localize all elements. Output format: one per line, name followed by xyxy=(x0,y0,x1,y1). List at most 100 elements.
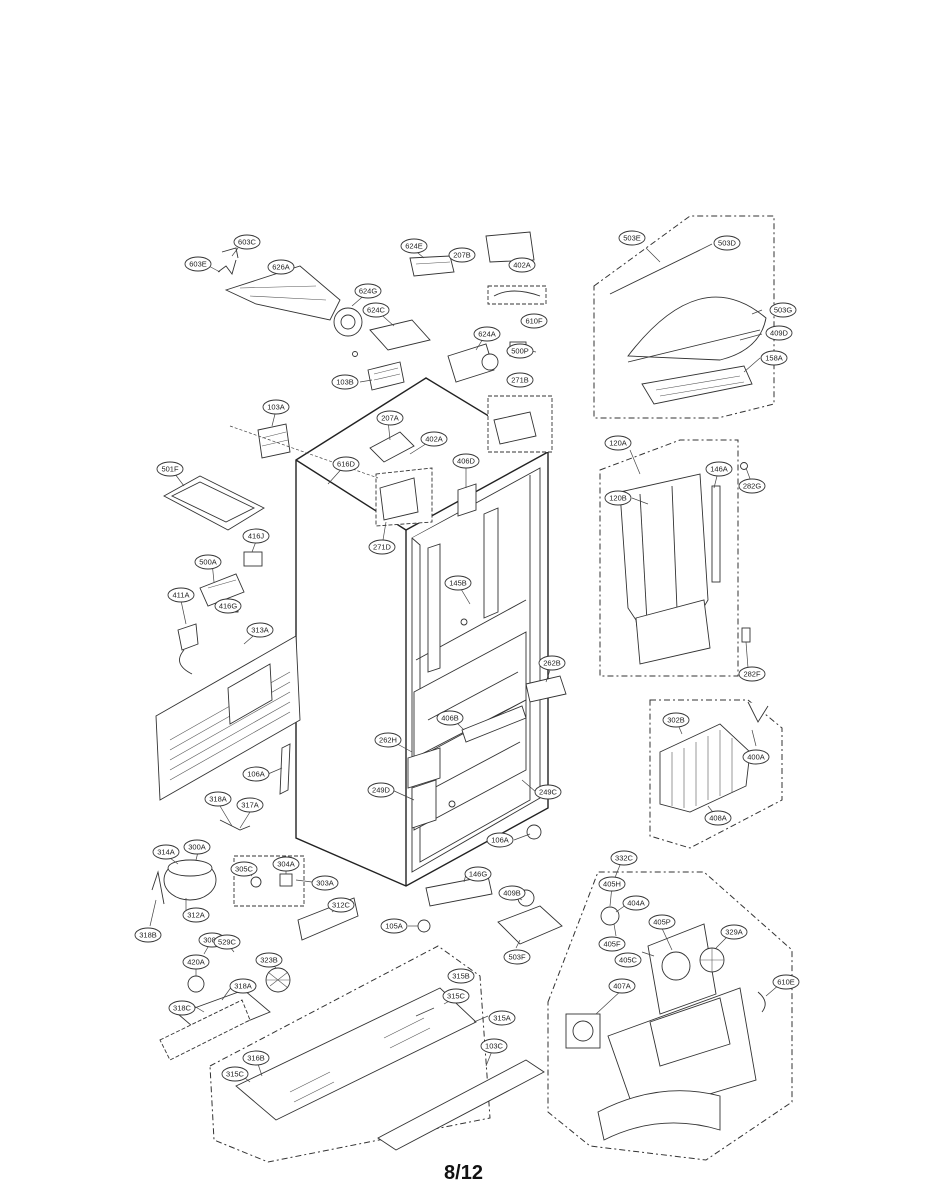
part-label-text: 529C xyxy=(218,938,237,947)
part-label: 402A xyxy=(508,257,536,273)
part-label: 315A xyxy=(488,1010,516,1026)
fan-assembly-inset xyxy=(547,871,793,1161)
part-label: 500P xyxy=(506,343,534,359)
part-label-text: 405F xyxy=(603,940,621,949)
part-label-text: 103C xyxy=(485,1042,504,1051)
part-label: 405C xyxy=(614,952,642,968)
part-label: 503G xyxy=(769,302,797,318)
part-label-text: 405C xyxy=(619,956,638,965)
part-label-text: 404A xyxy=(627,899,645,908)
part-label-text: 624G xyxy=(359,287,378,296)
duct-part xyxy=(497,905,563,945)
part-label-text: 501F xyxy=(161,465,179,474)
part-label: 407A xyxy=(608,978,636,994)
part-label: 610E xyxy=(772,974,800,990)
part-label-text: 405P xyxy=(653,918,671,927)
part-label: 402A xyxy=(420,431,448,447)
part-label: 302B xyxy=(662,712,690,728)
part-label: 207A xyxy=(376,410,404,426)
part-label: 317A xyxy=(236,797,264,813)
part-label-text: 416G xyxy=(219,602,238,611)
part-label-text: 318B xyxy=(139,931,157,940)
part-label: 616D xyxy=(332,456,360,472)
part-label: 404A xyxy=(622,895,650,911)
part-label: 318A xyxy=(204,791,232,807)
part-label: 315B xyxy=(447,968,475,984)
part-label: 304A xyxy=(272,856,300,872)
part-label: 332C xyxy=(610,850,638,866)
part-label-text: 249D xyxy=(372,786,391,795)
part-label: 529C xyxy=(213,934,241,950)
part-label-text: 408A xyxy=(709,814,727,823)
part-label-text: 271D xyxy=(373,543,392,552)
part-label: 305C xyxy=(230,861,258,877)
part-label: 120A xyxy=(604,435,632,451)
part-label-text: 282F xyxy=(743,670,761,679)
part-label-text: 405H xyxy=(603,880,621,889)
part-label-text: 329A xyxy=(725,928,743,937)
part-label: 624C xyxy=(362,302,390,318)
part-label: 318B xyxy=(134,927,162,943)
part-label-text: 610E xyxy=(777,978,795,987)
part-label: 400A xyxy=(742,749,770,765)
part-label: 501F xyxy=(156,461,184,477)
icemaker-inset xyxy=(593,215,775,419)
part-label-text: 409B xyxy=(503,889,521,898)
part-label: 624E xyxy=(400,238,428,254)
part-label-text: 207A xyxy=(381,414,399,423)
part-label-text: 400A xyxy=(747,753,765,762)
part-label-text: 146G xyxy=(469,870,488,879)
part-label-text: 407A xyxy=(613,982,631,991)
part-label-text: 503E xyxy=(623,234,641,243)
part-label: 500A xyxy=(194,554,222,570)
part-label-text: 624A xyxy=(478,330,496,339)
part-label: 145B xyxy=(444,575,472,591)
part-label-text: 105A xyxy=(385,922,403,931)
part-label-text: 300A xyxy=(188,843,206,852)
part-label: 420A xyxy=(182,954,210,970)
part-label-text: 317A xyxy=(241,801,259,810)
part-label-text: 503G xyxy=(774,306,793,315)
part-label: 603C xyxy=(233,234,261,250)
part-label: 416J xyxy=(242,528,270,544)
part-label-text: 610F xyxy=(525,317,543,326)
part-label-text: 318A xyxy=(209,795,227,804)
part-label: 282G xyxy=(738,478,766,494)
part-label: 249C xyxy=(534,784,562,800)
part-label-text: 503D xyxy=(718,239,737,248)
part-label: 315C xyxy=(442,988,470,1004)
part-label-text: 624E xyxy=(405,242,423,251)
part-label-text: 626A xyxy=(272,263,290,272)
part-label-text: 503F xyxy=(508,953,526,962)
rail-part xyxy=(425,875,493,907)
part-label-text: 314A xyxy=(157,848,175,857)
part-label-text: 106A xyxy=(247,770,265,779)
part-label: 312C xyxy=(327,897,355,913)
part-label: 626A xyxy=(267,259,295,275)
part-label: 271D xyxy=(368,539,396,555)
part-label-text: 603C xyxy=(238,238,257,247)
part-label-text: 616D xyxy=(337,460,356,469)
refrigerator-cabinet xyxy=(295,377,549,887)
part-label: 262H xyxy=(374,732,402,748)
part-label: 329A xyxy=(720,924,748,940)
part-label-text: 318A xyxy=(234,982,252,991)
part-label: 405P xyxy=(648,914,676,930)
part-label-text: 103A xyxy=(267,403,285,412)
part-label: 323B xyxy=(255,952,283,968)
part-label-text: 402A xyxy=(425,435,443,444)
part-label-text: 420A xyxy=(187,958,205,967)
part-label: 405F xyxy=(598,936,626,952)
part-label: 316B xyxy=(242,1050,270,1066)
part-label-text: 406B xyxy=(441,714,459,723)
part-label: 146A xyxy=(705,461,733,477)
part-label: 312A xyxy=(182,907,210,923)
part-label-text: 158A xyxy=(765,354,783,363)
part-label: 406B xyxy=(436,710,464,726)
part-label: 105A xyxy=(380,918,408,934)
part-label: 120B xyxy=(604,490,632,506)
part-label-text: 315A xyxy=(493,1014,511,1023)
part-label-text: 318C xyxy=(173,1004,192,1013)
part-label: 603E xyxy=(184,256,212,272)
